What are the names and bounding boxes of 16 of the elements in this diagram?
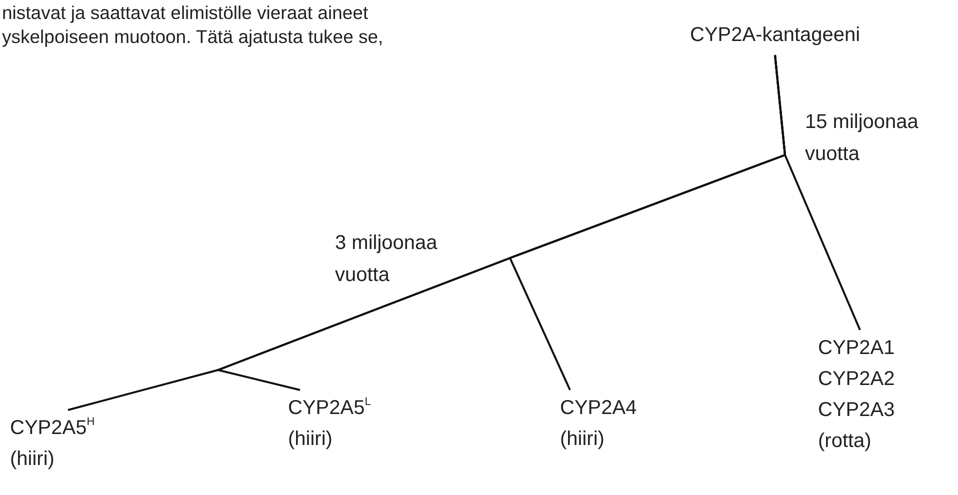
gene-label: CYP2A-kantageeni (690, 23, 860, 48)
gene-label: (hiiri) (560, 427, 606, 452)
gene-label: (hiiri) (288, 427, 334, 452)
gene-label: CYP2A2 (818, 367, 895, 392)
tree-branch (68, 54, 786, 411)
gene-label: (rotta) (818, 429, 872, 454)
time-label: 3 miljoonaa vuotta (335, 231, 438, 288)
gene-label: CYP2A4 (560, 396, 637, 421)
paragraph-text: yskelpoiseen muotoon. Tätä ajatusta tukee se, (2, 25, 384, 49)
gene-label: CYP2A5$^{L}$ (288, 395, 371, 421)
gene-label: CYP2A1 (818, 336, 895, 361)
gene-label: (hiiri) (10, 447, 56, 472)
paragraph-text: nistavat ja saattavat elimistölle vieraat aineet (2, 1, 368, 25)
time-label: 15 miljoonaa vuotta (805, 110, 920, 167)
gene-label: CYP2A5$^{H}$ (10, 415, 95, 441)
gene-label: CYP2A3 (818, 398, 895, 423)
